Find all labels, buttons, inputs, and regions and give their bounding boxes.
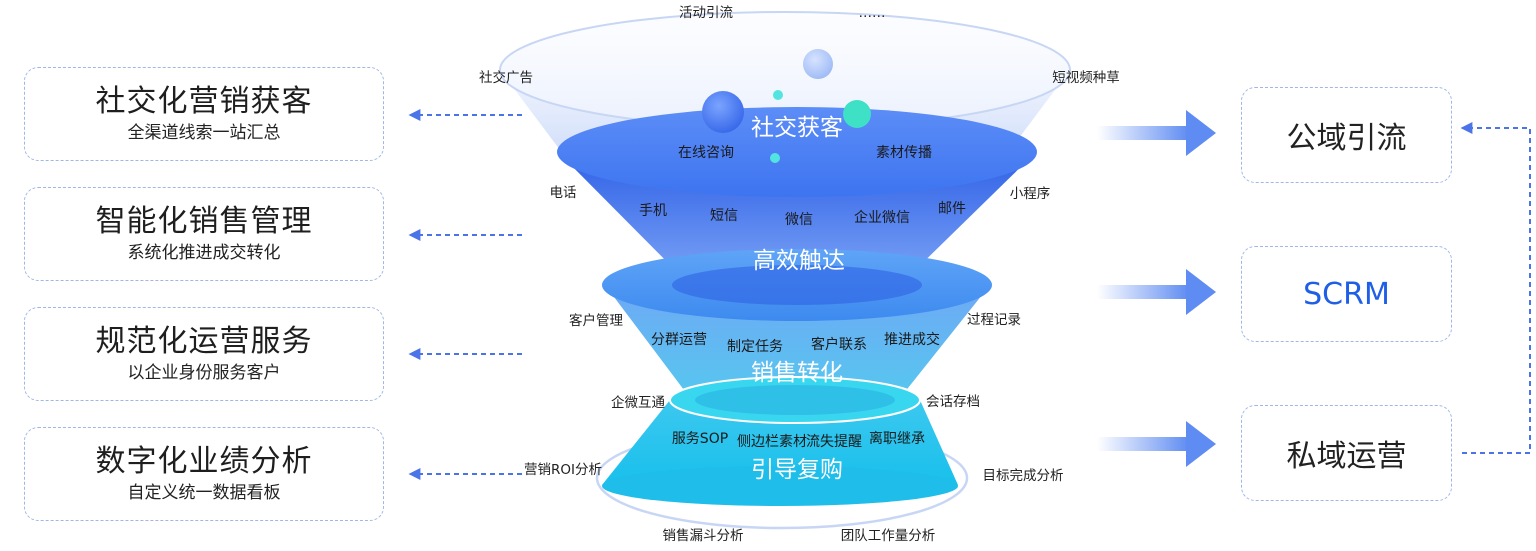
label-resign-inherit: 离职继承: [869, 430, 925, 447]
label-sms: 短信: [710, 208, 738, 224]
panel-label: SCRM: [1303, 276, 1390, 312]
bubble-decoration: [773, 90, 783, 100]
label-sales-funnel: 销售漏斗分析: [663, 528, 744, 544]
stage-social-title: 社交获客: [751, 115, 843, 141]
bubble-decoration: [702, 91, 744, 133]
panel-private-operation: 私域运营: [1241, 405, 1452, 501]
panel-public-traffic: 公域引流: [1241, 87, 1452, 183]
stage-reach-inner: [672, 265, 922, 305]
label-activity-traffic: 活动引流: [679, 5, 733, 21]
panel-title: 规范化运营服务: [95, 324, 313, 359]
stage-reach-title: 高效触达: [753, 248, 845, 274]
label-set-task: 制定任务: [727, 339, 783, 355]
label-sidebar-material: 侧边栏素材: [737, 434, 807, 450]
label-miniprogram: 小程序: [1010, 186, 1051, 202]
label-team-workload: 团队工作量分析: [841, 528, 936, 544]
cone-repurchase: [602, 400, 958, 485]
panel-social-marketing: 社交化营销获客 全渠道线索一站汇总: [24, 67, 384, 161]
label-online-consult: 在线咨询: [678, 145, 734, 161]
feedback-loop-arrow: [1460, 122, 1531, 454]
label-churn-alert: 流失提醒: [806, 434, 862, 450]
panel-subtitle: 全渠道线索一站汇总: [127, 123, 281, 143]
panel-title: 智能化销售管理: [95, 204, 313, 239]
label-goal-completion: 目标完成分析: [983, 468, 1064, 484]
panel-label: 公域引流: [1286, 121, 1407, 156]
label-wecom: 企业微信: [854, 209, 910, 226]
bubble-decoration: [770, 153, 780, 163]
bubble-decoration: [843, 100, 871, 128]
stage-repurchase-base: [602, 466, 958, 506]
stage-social-ellipse: [557, 107, 1037, 197]
panel-subtitle: 系统化推进成交转化: [127, 243, 281, 263]
label-wecom-interop: 企微互通: [611, 394, 665, 411]
label-push-deal: 推进成交: [884, 331, 940, 348]
bubble-decoration: [803, 49, 833, 79]
stage-repurchase-title: 引导复购: [751, 457, 843, 483]
panel-sales-management: 智能化销售管理 系统化推进成交转化: [24, 187, 384, 281]
label-material-spread: 素材传播: [876, 145, 932, 161]
panel-subtitle: 自定义统一数据看板: [127, 483, 281, 503]
panel-title: 社交化营销获客: [95, 84, 313, 119]
panel-label: 私域运营: [1286, 439, 1407, 474]
label-wechat: 微信: [785, 212, 813, 228]
panel-subtitle: 以企业身份服务客户: [127, 363, 281, 383]
panel-operation-service: 规范化运营服务 以企业身份服务客户: [24, 307, 384, 401]
label-email: 邮件: [938, 201, 966, 217]
panel-scrm: SCRM: [1241, 246, 1452, 342]
label-process-record: 过程记录: [967, 312, 1021, 328]
label-phone: 电话: [550, 185, 577, 201]
label-customer-contact: 客户联系: [811, 336, 867, 353]
arrow-right-3: [1097, 421, 1216, 467]
panel-title: 数字化业绩分析: [95, 444, 313, 479]
label-group-ops: 分群运营: [651, 332, 707, 348]
stage-conversion-inner: [695, 385, 895, 415]
label-customer-mgmt: 客户管理: [569, 312, 623, 329]
arrow-right-1: [1097, 110, 1216, 156]
label-service-sop: 服务SOP: [672, 431, 728, 447]
stage-conversion-title: 销售转化: [751, 360, 843, 386]
label-marketing-roi: 营销ROI分析: [524, 462, 602, 478]
label-session-archive: 会话存档: [926, 394, 980, 410]
label-ellipsis: ……: [859, 5, 886, 21]
label-mobile: 手机: [639, 203, 667, 219]
panel-performance-analysis: 数字化业绩分析 自定义统一数据看板: [24, 427, 384, 521]
label-social-ads: 社交广告: [479, 69, 533, 86]
arrow-right-2: [1097, 269, 1216, 315]
label-short-video: 短视频种草: [1052, 70, 1120, 86]
